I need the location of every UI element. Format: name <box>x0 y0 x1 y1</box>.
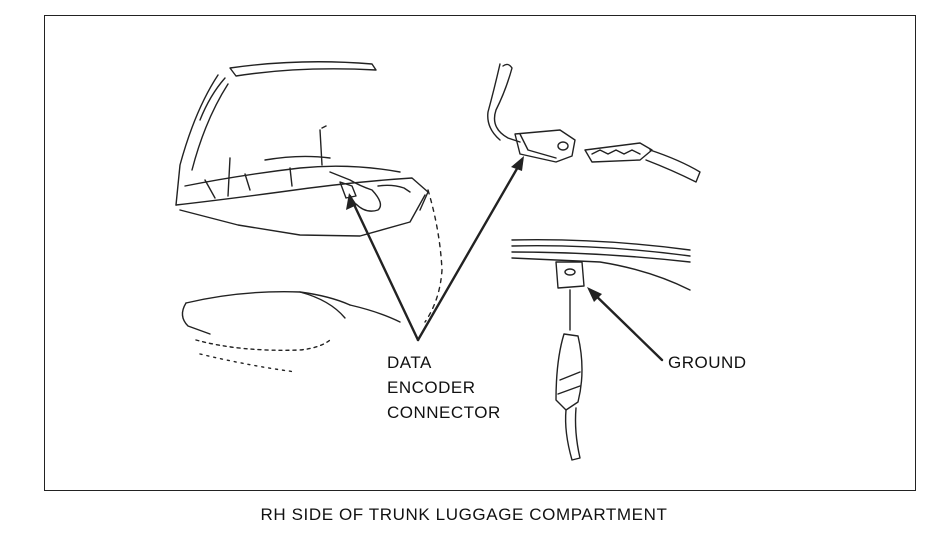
arrow-to-trunk-connector <box>348 194 420 342</box>
arrow-to-closeup-connector <box>416 158 524 342</box>
connector-label-line-1: DATA <box>387 353 432 372</box>
arrow-to-ground <box>588 288 664 362</box>
diagram-frame <box>44 15 916 491</box>
data-encoder-connector-label: DATA ENCODER CONNECTOR <box>387 350 501 425</box>
arrowhead-trunk-connector <box>346 193 357 210</box>
connector-label-line-3: CONNECTOR <box>387 403 501 422</box>
figure-caption: RH SIDE OF TRUNK LUGGAGE COMPARTMENT <box>260 505 668 524</box>
arrowhead-closeup-connector <box>511 156 524 171</box>
connector-closeup-illustration <box>487 63 701 183</box>
connector-label-line-2: ENCODER <box>387 378 476 397</box>
car-trunk-illustration <box>175 61 443 373</box>
ground-closeup-illustration <box>511 239 691 461</box>
arrowhead-ground <box>587 287 602 302</box>
pointer-arrows <box>348 158 664 362</box>
ground-label: GROUND <box>668 353 747 372</box>
